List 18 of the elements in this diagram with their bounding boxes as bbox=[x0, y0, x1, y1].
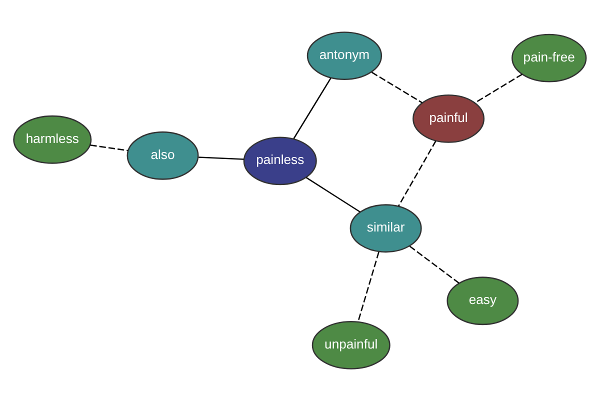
node-ellipse: harmless bbox=[13, 114, 92, 164]
connector bbox=[409, 245, 460, 284]
connector bbox=[198, 156, 244, 160]
connector bbox=[371, 71, 422, 103]
node-ellipse: unpainful bbox=[312, 320, 390, 369]
node-ellipse: also bbox=[126, 130, 199, 180]
node-ellipse: painless bbox=[243, 136, 317, 185]
connector bbox=[357, 251, 380, 322]
connector bbox=[306, 176, 360, 212]
node-ellipse: antonym bbox=[306, 31, 382, 80]
node-ellipse: painful bbox=[412, 94, 485, 142]
node-ellipse: pain-free bbox=[512, 33, 587, 82]
connector bbox=[293, 77, 332, 138]
connector bbox=[474, 73, 522, 103]
node-ellipse: similar bbox=[350, 204, 422, 252]
connector bbox=[90, 144, 128, 151]
connector bbox=[398, 140, 436, 206]
node-ellipse: easy bbox=[446, 276, 519, 325]
